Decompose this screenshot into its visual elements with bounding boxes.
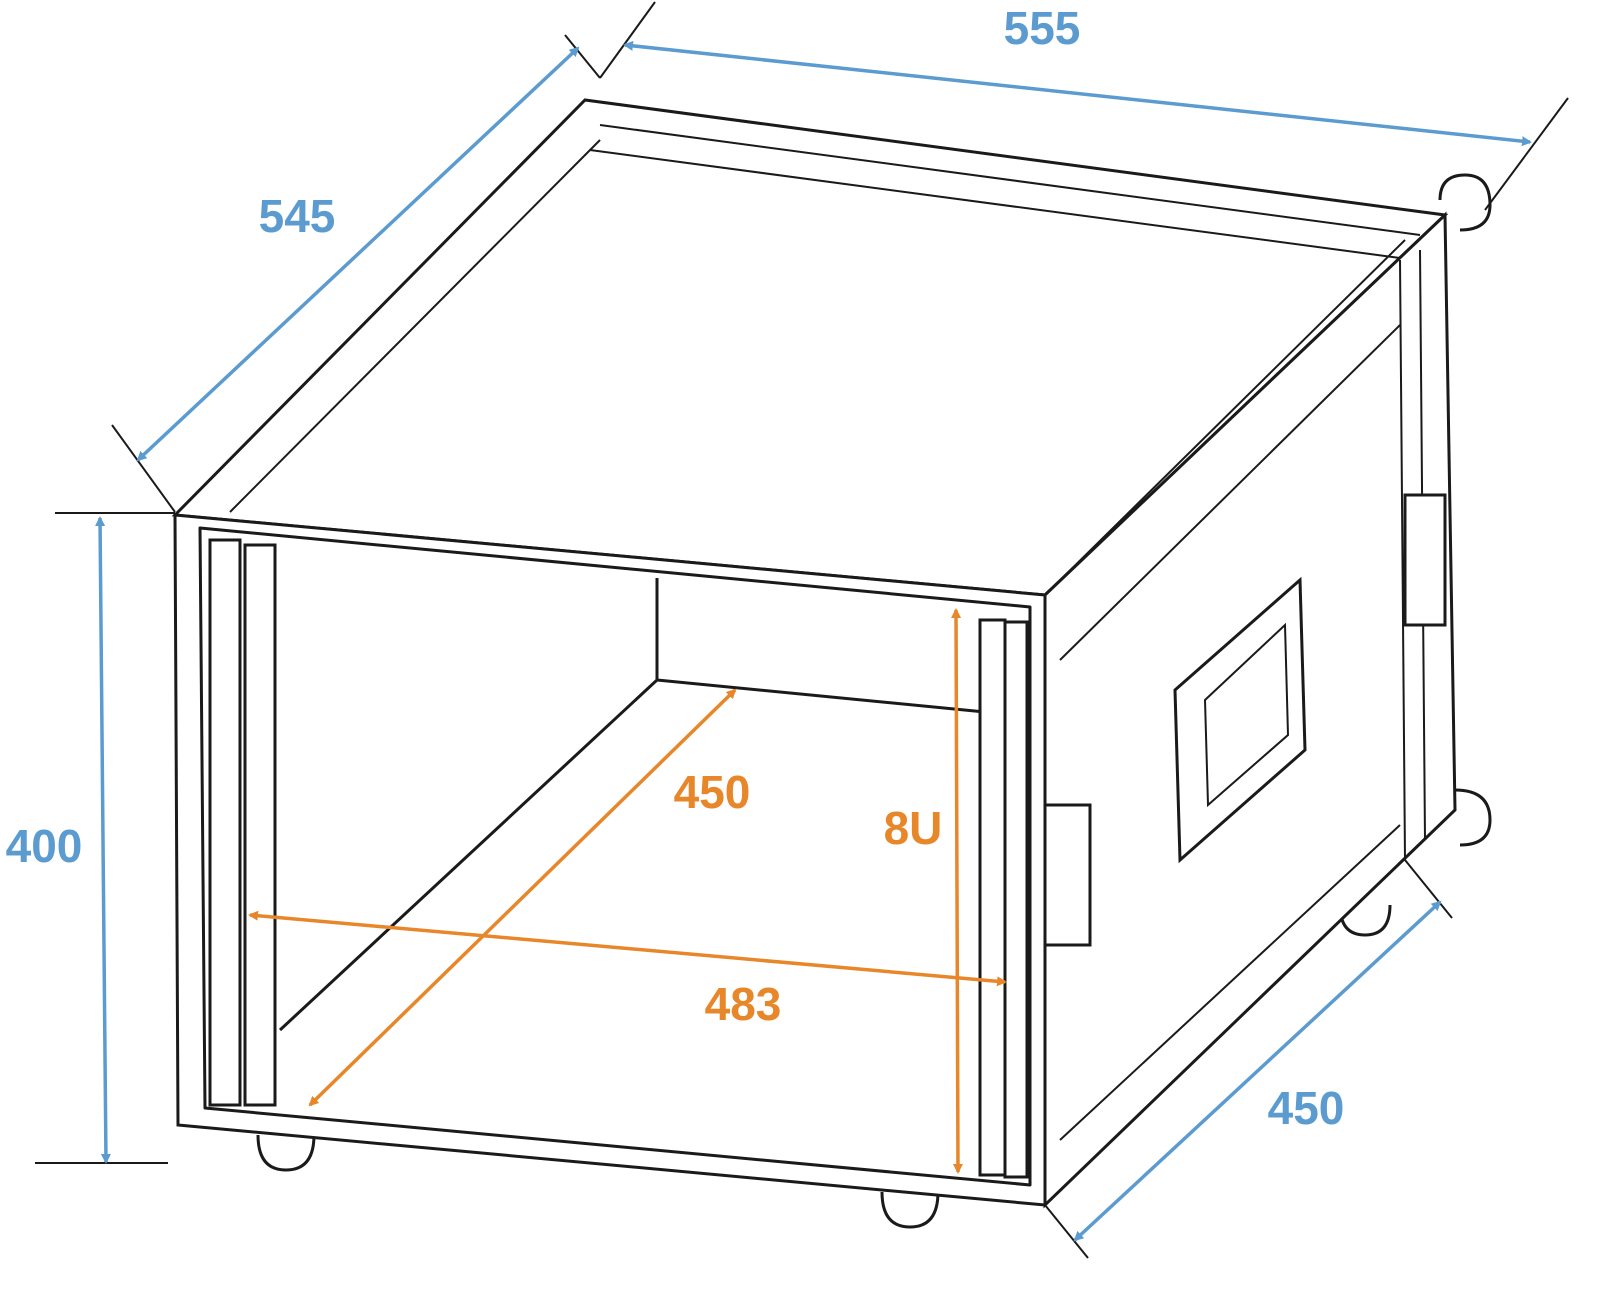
- rack-rail-right: [1003, 620, 1029, 1179]
- label-outer-height: 400: [6, 820, 83, 872]
- rack-rail-right: [978, 618, 1007, 1177]
- dim-line-inner-depth: [308, 688, 737, 1107]
- foot: [256, 1134, 316, 1172]
- dimension-lines: [95, 40, 1532, 1242]
- label-inner-depth: 450: [674, 766, 751, 818]
- foot: [880, 1191, 940, 1229]
- side-handle-grip: [1203, 622, 1290, 808]
- rack-rail-left: [243, 543, 277, 1107]
- top-rail: [589, 149, 1401, 259]
- case-front: [173, 513, 1047, 1207]
- label-inner-width: 483: [705, 978, 782, 1030]
- dim-line-side-depth: [1073, 900, 1442, 1242]
- dim-line-outer-depth: [136, 46, 580, 462]
- label-outer-width: 555: [1004, 2, 1081, 54]
- extension-line: [564, 34, 601, 79]
- rack-rail-left: [208, 538, 242, 1107]
- foot: [1454, 788, 1492, 847]
- extension-line: [111, 424, 176, 513]
- extension-line: [1044, 1204, 1089, 1259]
- label-side-depth: 450: [1268, 1082, 1345, 1134]
- side-latch: [1403, 493, 1447, 627]
- front-opening: [198, 526, 1032, 1187]
- extension-line: [599, 1, 656, 79]
- dim-line-rack-units: [951, 608, 963, 1174]
- side-rail: [1399, 259, 1406, 861]
- extension-lines: [35, 1, 1569, 1259]
- inner-back-floor: [656, 678, 986, 714]
- front-frame: [173, 513, 1047, 1207]
- extension-line: [1404, 859, 1453, 919]
- label-rack-units: 8U: [884, 802, 943, 854]
- extension-line: [1484, 97, 1569, 211]
- side-rail: [1059, 324, 1401, 661]
- label-outer-depth: 545: [259, 190, 336, 242]
- dim-line-outer-width: [623, 40, 1532, 147]
- front-latch: [1043, 803, 1092, 947]
- dim-line-outer-height: [95, 516, 111, 1164]
- dim-line-inner-width: [248, 910, 1007, 987]
- foot: [1438, 173, 1492, 232]
